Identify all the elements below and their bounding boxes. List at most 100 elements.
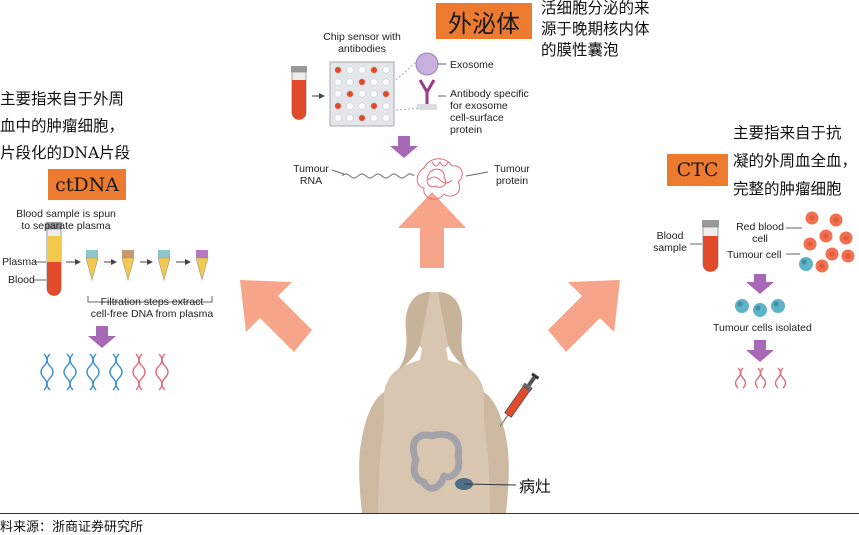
ctc-dna-fragment-pair <box>779 367 787 389</box>
lesion-label: 病灶 <box>519 477 552 496</box>
human-body-figure <box>359 292 517 513</box>
chip-dot <box>346 90 354 98</box>
ctc-down-arrow-2 <box>746 340 774 362</box>
big-arrow-left <box>240 280 312 352</box>
tumour-cell-icon <box>799 257 813 271</box>
dna-fragment-pair <box>69 353 77 391</box>
exosome-down-arrow <box>390 136 418 158</box>
chip-label-line-1: Chip sensor with <box>323 31 401 43</box>
ctc-down-arrow-1 <box>746 274 774 294</box>
tumour-cell-label: Tumour cell <box>727 249 782 261</box>
filtration-tube <box>121 250 135 282</box>
ctc-dna-fragment-pair <box>759 367 767 389</box>
chip-dot <box>370 114 378 122</box>
ctc-desc-line-2: 凝的外周血全血， <box>733 152 858 170</box>
chip-dot <box>358 114 366 122</box>
antibody-label-line-2: for exosome <box>450 100 508 112</box>
ctdna-desc-line-3: 片段化的DNA片段 <box>0 144 131 162</box>
dna-fragment <box>155 353 163 391</box>
ctc-dna-fragment <box>734 367 742 389</box>
blood-sample-line-2: sample <box>653 242 687 254</box>
chip-dot <box>370 90 378 98</box>
chip-dot <box>382 114 390 122</box>
rbc-label-line-2: cell <box>752 233 768 245</box>
blood-sample-line-1: Blood <box>656 230 684 242</box>
spin-label-line-2: to separate plasma <box>21 220 111 232</box>
dna-fragment-pair <box>115 353 123 391</box>
filtration-label-line-1: Filtration steps extract <box>100 296 204 308</box>
rbc-label: Red blood cell <box>732 221 788 245</box>
exosome-badge: 外泌体 <box>436 3 532 39</box>
chip-dot <box>382 102 390 110</box>
chip-dot <box>346 114 354 122</box>
filtration-tube <box>195 250 209 282</box>
ctc-dna-fragment <box>754 367 762 389</box>
exosome-desc-line-1: 活细胞分泌的来 <box>541 0 650 17</box>
intestine <box>409 430 463 492</box>
antibody-label-line-4: protein <box>450 124 483 136</box>
rna-label-line-1: Tumour <box>293 163 329 175</box>
chip-dot <box>334 90 342 98</box>
source-note: 料来源：浙商证券研究所 <box>0 520 144 535</box>
spin-label: Blood sample is spun to separate plasma <box>6 208 126 232</box>
dna-fragment-pair <box>92 353 100 391</box>
ctdna-desc-line-1: 主要指来自于外周 <box>0 90 125 108</box>
chip-dot <box>334 102 342 110</box>
ctdna-desc-line-2: 血中的肿瘤细胞， <box>0 117 125 135</box>
tumour-rna-strand <box>341 173 415 179</box>
chip-sensor <box>329 61 395 127</box>
ctc-desc-line-3: 完整的肿瘤细胞 <box>733 180 842 198</box>
footer-divider <box>0 513 859 514</box>
chip-dot <box>370 102 378 110</box>
rbc-label-line-1: Red blood <box>736 221 784 233</box>
big-arrow-right <box>548 280 620 352</box>
tumour-protein-icon <box>416 158 463 200</box>
ctc-blood-sample-label: Blood sample <box>650 230 690 254</box>
tumour-protein-label: Tumour protein <box>490 163 534 187</box>
chip-dot <box>358 102 366 110</box>
syringe-icon <box>499 372 540 427</box>
dna-fragment-pair <box>46 353 54 391</box>
antibody-icon <box>418 79 436 104</box>
tumour-cells-isolated-label: Tumour cells isolated <box>713 322 812 334</box>
chip-dot <box>370 78 378 86</box>
spin-label-line-1: Blood sample is spun <box>16 208 116 220</box>
filtration-tube <box>85 250 99 282</box>
ctdna-badge: ctDNA <box>48 169 126 200</box>
dna-fragment <box>63 353 71 391</box>
ctc-description: 主要指来自于抗 凝的外周血全血， 完整的肿瘤细胞 <box>733 119 857 203</box>
exosome-desc-line-3: 的膜性囊泡 <box>541 41 619 59</box>
chip-dot <box>346 78 354 86</box>
ctc-badge: CTC <box>667 154 728 186</box>
ctc-blood-tube <box>702 220 719 272</box>
dna-fragment-pair <box>161 353 169 391</box>
exosome-desc-line-2: 源于晚期核内体 <box>541 20 650 38</box>
ctc-badge-text: CTC <box>676 159 719 181</box>
tumour-cell-icon <box>753 303 767 317</box>
dna-fragment <box>109 353 117 391</box>
tumour-rna-label: Tumour RNA <box>291 163 331 187</box>
tumour-cell-icon <box>735 299 749 313</box>
ctdna-description: 主要指来自于外周 血中的肿瘤细胞， 片段化的DNA片段 <box>0 86 130 167</box>
exosome-label: Exosome <box>450 59 494 71</box>
chip-dot <box>382 66 390 74</box>
exosome-tube-icon <box>291 66 307 120</box>
chip-dot <box>346 66 354 74</box>
blood-label: Blood <box>8 274 35 286</box>
chip-dot <box>358 66 366 74</box>
exosome-badge-text: 外泌体 <box>448 9 520 38</box>
chip-dot <box>334 66 342 74</box>
ctdna-down-arrow <box>88 326 116 348</box>
filtration-label: Filtration steps extract cell-free DNA f… <box>90 296 214 320</box>
chip-sensor-label: Chip sensor with antibodies <box>312 31 412 55</box>
filtration-tube <box>157 250 171 282</box>
antibody-label-line-3: cell-surface <box>450 112 504 124</box>
exosome-icon <box>415 52 439 76</box>
protein-label-line-1: Tumour <box>494 163 530 175</box>
filtration-label-line-2: cell-free DNA from plasma <box>90 308 214 320</box>
protein-label-line-2: protein <box>495 175 529 187</box>
chip-label-line-2: antibodies <box>338 43 386 55</box>
chip-dot <box>370 66 378 74</box>
chip-dot <box>382 90 390 98</box>
